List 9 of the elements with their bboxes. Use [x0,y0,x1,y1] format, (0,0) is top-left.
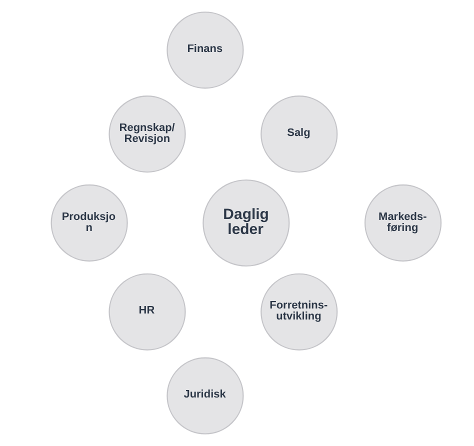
node-circle: Forretnins- utvikling [260,273,338,350]
node-circle: Regnskap/ Revisjon [108,96,186,173]
node-circle: Markeds- føring [364,184,442,262]
node-circle: Daglig leder [202,179,290,267]
node-circle: Salg [260,96,338,173]
node-circle: Produksjo n [50,184,128,262]
node-circle: Juridisk [166,357,244,434]
node-circle: HR [108,273,186,350]
node-circle: Finans [166,12,244,89]
